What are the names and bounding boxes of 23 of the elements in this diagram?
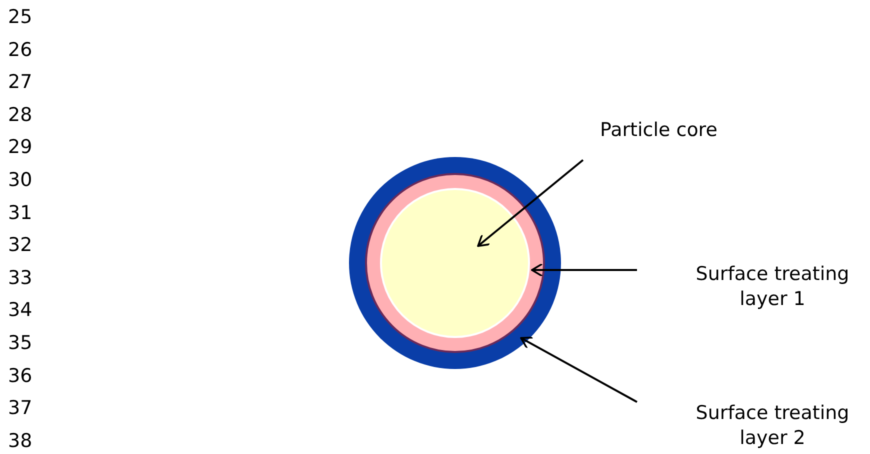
particle-core-circle [380,188,530,338]
line-number: 37 [8,398,32,418]
outer-layer-ring [348,156,562,370]
leader-line [531,263,637,277]
line-number: 25 [8,7,32,27]
line-number: 32 [8,235,32,256]
callout-text: Surface treating layer 1 [670,262,870,314]
callout-text: Surface treating layer 2 [670,401,870,453]
line-number: 36 [8,366,32,386]
line-number: 33 [8,268,32,288]
leader-line [520,336,638,403]
line-number: 30 [8,170,32,190]
line-number: 29 [8,137,32,158]
line-number: 34 [8,300,32,320]
line-number: 27 [8,72,32,92]
line-number: 28 [8,104,32,125]
line-number: 31 [8,202,32,223]
leader-line [477,159,584,247]
line-number: 26 [8,40,32,60]
line-number: 38 [8,430,32,451]
line-number: 35 [8,333,32,353]
inner-layer-ring [365,173,545,353]
callout-text: Particle core [600,118,760,144]
